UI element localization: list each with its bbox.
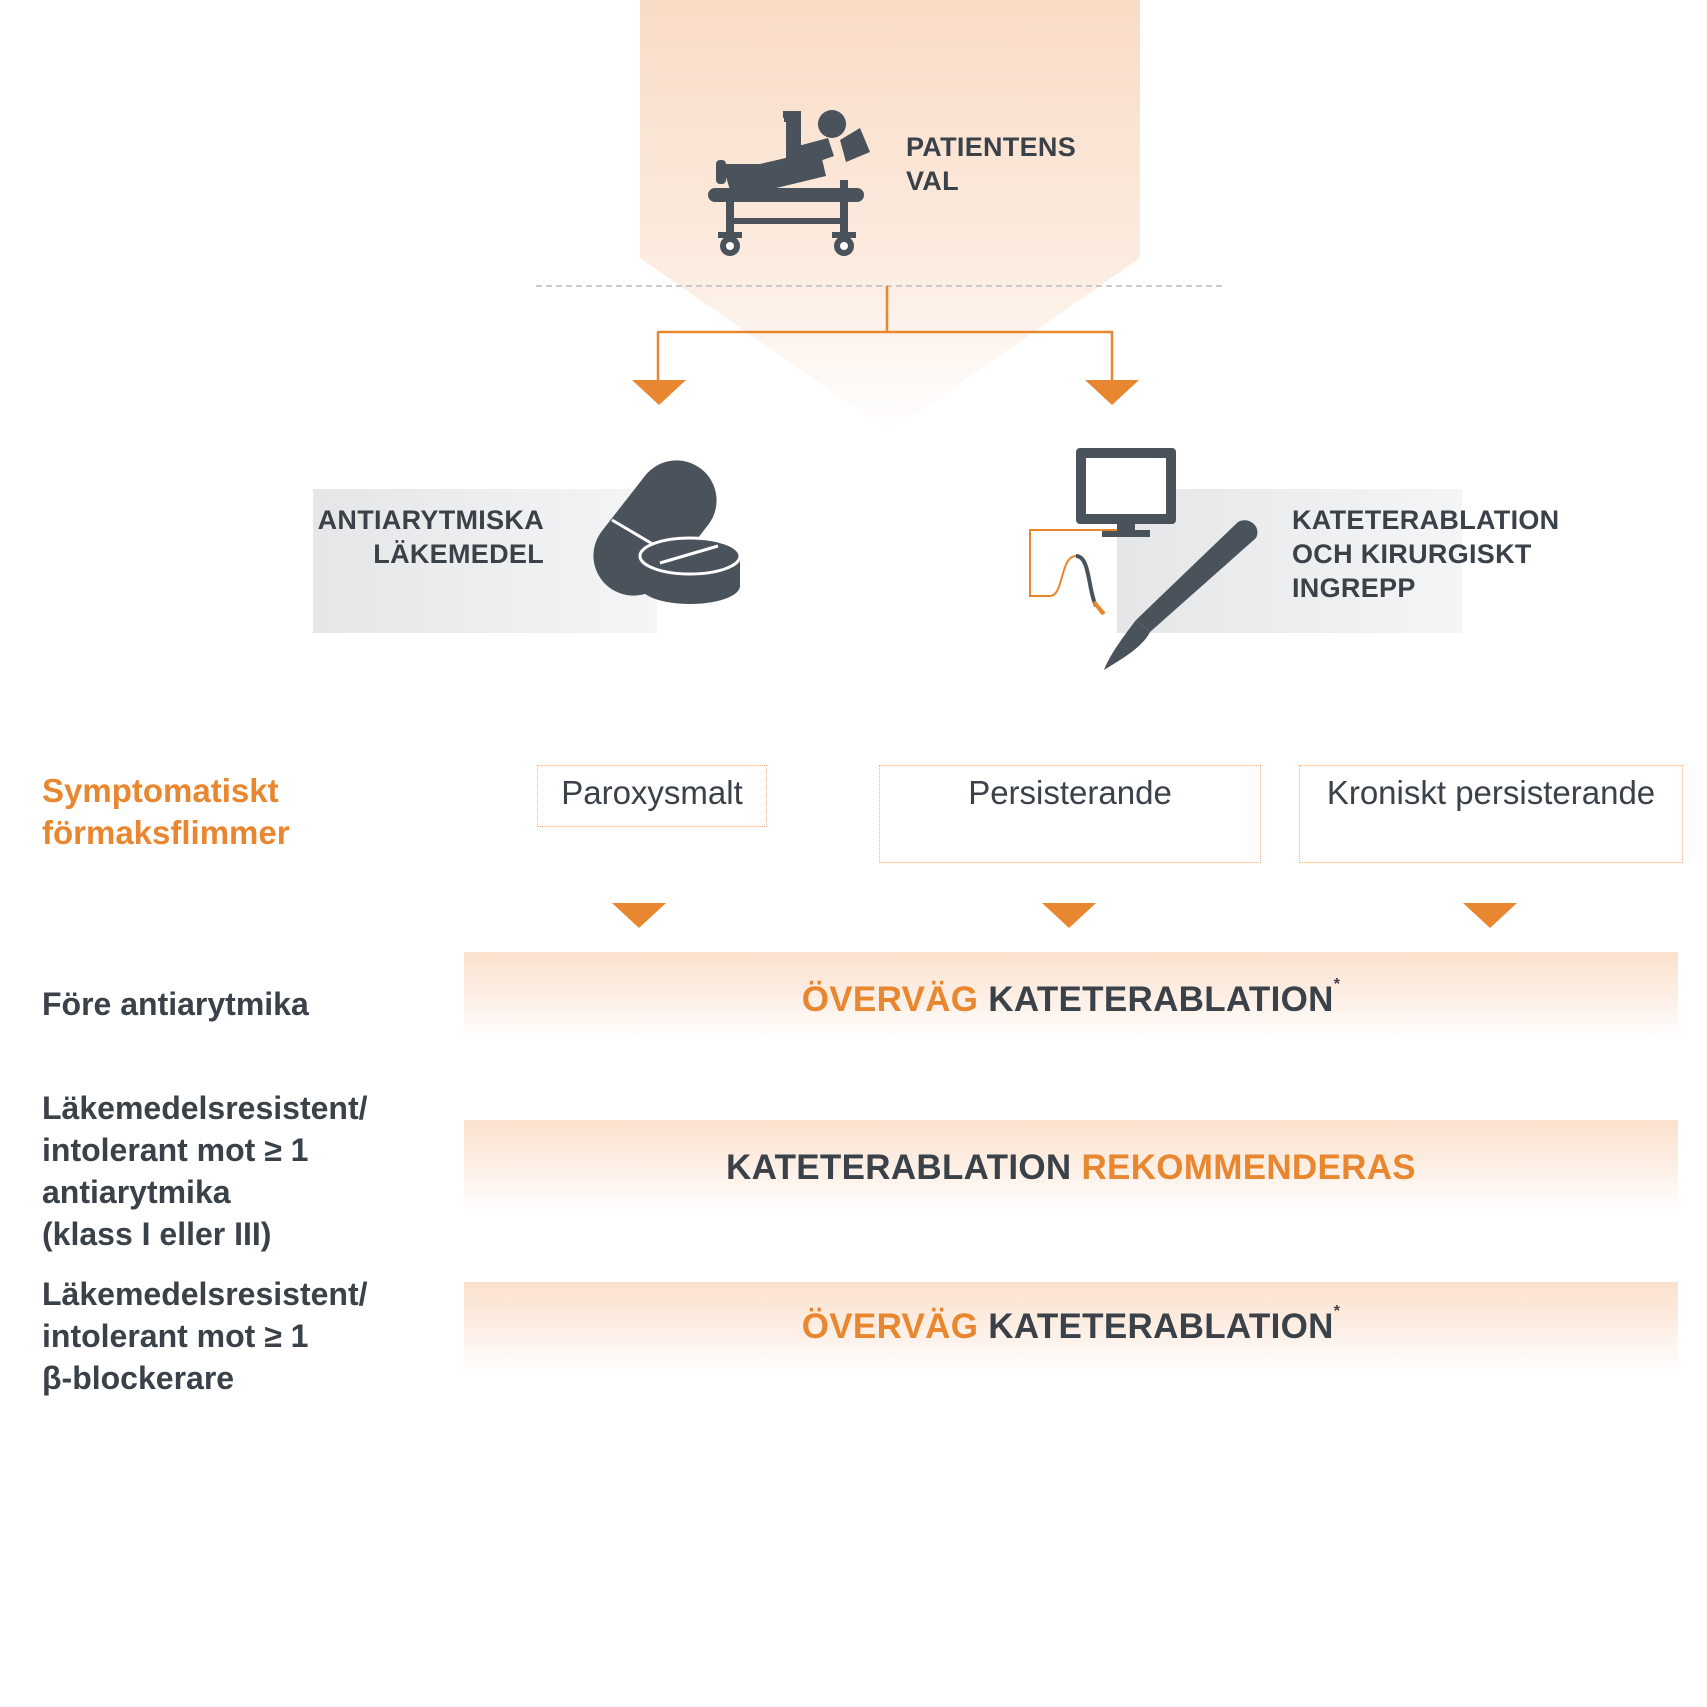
af-heading-line2: förmaksflimmer bbox=[42, 814, 290, 851]
drugs-line1: ANTIARYTMISKA bbox=[317, 505, 544, 535]
row-1-part1: ÖVERVÄG bbox=[801, 980, 979, 1019]
af-type-paroxysmal: Paroxysmalt bbox=[537, 765, 767, 827]
drugs-label: ANTIARYTMISKA LÄKEMEDEL bbox=[300, 503, 544, 571]
af-heading: Symptomatiskt förmaksflimmer bbox=[42, 770, 290, 854]
hospital-bed-patient-icon bbox=[708, 110, 870, 256]
row-3-label: Läkemedelsresistent/ intolerant mot ≥ 1 … bbox=[42, 1273, 368, 1399]
arrow-down-icon bbox=[612, 903, 666, 928]
row-1-recommendation: ÖVERVÄG KATETERABLATION* bbox=[464, 976, 1678, 1020]
ablation-line2: OCH KIRURGISKT bbox=[1292, 539, 1532, 569]
row-2-label-line1: Läkemedelsresistent/ bbox=[42, 1090, 368, 1126]
patient-choice-line2: VAL bbox=[906, 166, 959, 196]
ablation-line3: INGREPP bbox=[1292, 573, 1416, 603]
row-2-label-line2: intolerant mot ≥ 1 bbox=[42, 1132, 309, 1168]
monitor-icon bbox=[1029, 448, 1176, 616]
af-type-chronic-persistent: Kroniskt persisterande bbox=[1299, 765, 1683, 863]
af-heading-line1: Symptomatiskt bbox=[42, 772, 279, 809]
ablation-label: KATETERABLATION OCH KIRURGISKT INGREPP bbox=[1292, 503, 1559, 605]
connector-lines bbox=[656, 286, 1114, 382]
row-1-label: Före antiarytmika bbox=[42, 983, 309, 1025]
row-1-part2: KATETERABLATION bbox=[988, 980, 1334, 1019]
row-2-recommendation: KATETERABLATION REKOMMENDERAS bbox=[464, 1148, 1678, 1188]
row-2-label-line4: (klass I eller III) bbox=[42, 1216, 272, 1252]
af-type-persistent: Persisterande bbox=[879, 765, 1261, 863]
row-2-label: Läkemedelsresistent/ intolerant mot ≥ 1 … bbox=[42, 1087, 368, 1255]
row-2-part2: REKOMMENDERAS bbox=[1081, 1148, 1416, 1187]
band-2 bbox=[464, 1120, 1678, 1212]
pills-icon bbox=[593, 460, 742, 604]
row-3-label-line2: intolerant mot ≥ 1 bbox=[42, 1318, 309, 1354]
row-1-label-line1: Före antiarytmika bbox=[42, 986, 309, 1022]
row-3-recommendation: ÖVERVÄG KATETERABLATION* bbox=[464, 1303, 1678, 1347]
ablation-line1: KATETERABLATION bbox=[1292, 505, 1560, 535]
row-3-part1: ÖVERVÄG bbox=[801, 1307, 979, 1346]
drugs-line2: LÄKEMEDEL bbox=[373, 539, 544, 569]
band-3 bbox=[464, 1282, 1678, 1374]
row-2-part1: KATETERABLATION bbox=[726, 1148, 1072, 1187]
row-3-label-line3: β-blockerare bbox=[42, 1360, 235, 1396]
arrow-down-icon bbox=[1042, 903, 1096, 928]
arrow-down-icon bbox=[632, 380, 686, 405]
band-1 bbox=[464, 952, 1678, 1040]
scalpel-icon bbox=[1104, 520, 1258, 670]
patient-choice-line1: PATIENTENS bbox=[906, 132, 1077, 162]
arrow-down-icon bbox=[1463, 903, 1517, 928]
row-3-part2: KATETERABLATION bbox=[988, 1307, 1334, 1346]
row-3-label-line1: Läkemedelsresistent/ bbox=[42, 1276, 368, 1312]
arrow-down-icon bbox=[1085, 380, 1139, 405]
patient-choice-label: PATIENTENS VAL bbox=[906, 130, 1076, 198]
row-1-footnote-mark: * bbox=[1333, 976, 1341, 993]
row-3-footnote-mark: * bbox=[1333, 1303, 1341, 1320]
top-arrow-shape bbox=[640, 0, 1140, 432]
row-2-label-line3: antiarytmika bbox=[42, 1174, 231, 1210]
